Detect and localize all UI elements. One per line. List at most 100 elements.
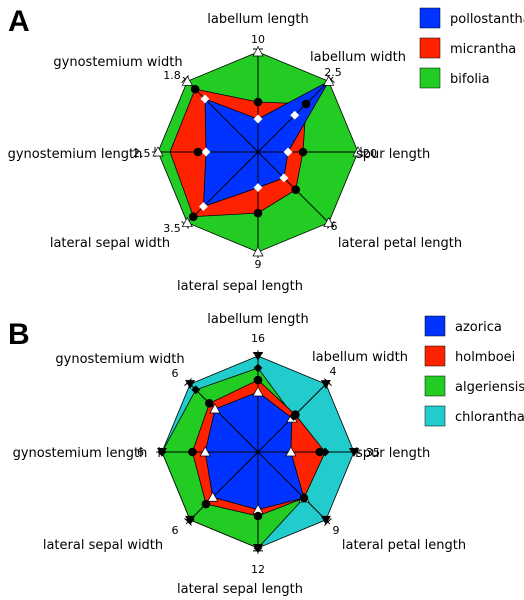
marker-black-triangle	[253, 544, 263, 553]
legend-swatch-holmboei	[424, 345, 446, 367]
axis-label: lateral petal length	[338, 236, 462, 251]
marker-black-circle	[298, 147, 308, 157]
axis-label: labellum length	[207, 12, 309, 27]
axis-label: labellum width	[312, 350, 408, 365]
legend-label-pollostantha: pollostantha	[450, 12, 524, 27]
marker-white-triangle	[207, 491, 219, 502]
axis-label: gynostemium length	[8, 147, 143, 162]
marker-black-circle	[189, 212, 198, 221]
axis-label: lateral sepal width	[43, 538, 163, 553]
marker-black-diamond	[253, 363, 263, 373]
legend-swatch-bifolia	[419, 67, 441, 89]
marker-black-triangle	[320, 380, 331, 390]
axis-label: lateral sepal length	[177, 279, 303, 294]
marker-white-triangle	[252, 46, 264, 57]
axis-max-tick-label: 9	[333, 524, 340, 537]
marker-white-diamond	[290, 110, 300, 120]
marker-black-circle	[201, 499, 211, 509]
marker-black-circle	[253, 511, 263, 521]
axis-label: gynostemium width	[55, 352, 184, 367]
axis-max-tick-label: 6	[172, 367, 179, 380]
axis-max-tick-label: 10	[251, 33, 265, 46]
marker-white-triangle	[152, 146, 164, 157]
axis-label: spur length	[356, 446, 430, 461]
marker-white-diamond	[198, 201, 209, 212]
axis-max-tick-label: 6	[137, 446, 144, 459]
axis-max-tick-label: 4	[330, 365, 337, 378]
marker-black-triangle	[349, 448, 359, 457]
panel-letter: A	[8, 5, 30, 38]
marker-white-triangle	[252, 246, 264, 257]
axis-label: labellum width	[310, 50, 406, 65]
marker-black-circle	[190, 84, 200, 94]
axis-label: labellum length	[207, 312, 309, 327]
axis-max-tick-label: 2.5	[133, 147, 151, 160]
marker-white-diamond	[253, 183, 263, 193]
legend: pollostantha micrantha bifolia	[419, 7, 524, 89]
marker-black-triangle	[185, 380, 196, 390]
axis-max-tick-label: 35	[366, 446, 380, 459]
marker-white-triangle	[181, 216, 193, 228]
marker-white-diamond	[283, 147, 293, 157]
axis-max-tick-label: 1.8	[163, 69, 181, 82]
legend-label-azorica: azorica	[455, 320, 502, 335]
legend-swatch-micrantha	[419, 37, 441, 59]
axis-max-tick-label: 6	[331, 220, 338, 233]
axis-max-tick-label: 6	[172, 524, 179, 537]
marker-black-circle	[205, 399, 214, 408]
axis-line	[257, 451, 331, 525]
axis-label: spur length	[356, 147, 430, 162]
axis-max-tick-label: 9	[255, 258, 262, 271]
marker-black-diamond	[289, 411, 299, 421]
axis-label: lateral petal length	[342, 538, 466, 553]
axis-label: lateral sepal width	[50, 236, 170, 251]
axis-max-tick-label: 20	[363, 147, 377, 160]
marker-white-triangle	[285, 446, 297, 457]
marker-white-diamond	[201, 147, 211, 157]
marker-black-triangle	[157, 448, 167, 457]
marker-white-diamond	[279, 173, 289, 183]
marker-black-diamond	[299, 493, 309, 503]
marker-black-triangle	[253, 352, 263, 361]
axis-max-tick-label: 12	[251, 563, 265, 576]
legend-swatch-azorica	[424, 315, 446, 337]
marker-black-diamond	[320, 447, 330, 457]
marker-black-circle	[188, 447, 197, 457]
axis-label: lateral sepal length	[177, 582, 303, 597]
axis-max-tick-label: 3.5	[163, 222, 181, 235]
marker-black-circle	[315, 447, 325, 457]
panel-letter: B	[8, 318, 30, 351]
legend-swatch-algeriensis	[424, 375, 446, 397]
legend-label-micrantha: micrantha	[450, 42, 516, 57]
marker-white-triangle	[209, 403, 221, 414]
marker-white-triangle	[199, 446, 211, 457]
marker-white-diamond	[253, 114, 263, 124]
marker-black-circle	[253, 375, 263, 385]
marker-white-diamond	[200, 94, 210, 104]
axis-line	[185, 451, 259, 525]
legend: azorica holmboei algeriensis chlorantha	[424, 315, 524, 427]
marker-white-triangle	[323, 75, 335, 86]
legend-label-bifolia: bifolia	[450, 72, 490, 87]
marker-black-circle	[253, 208, 263, 218]
legend-label-chlorantha: chlorantha	[455, 410, 524, 425]
marker-black-triangle	[320, 515, 331, 525]
legend-label-algeriensis: algeriensis	[455, 380, 524, 395]
marker-black-triangle	[185, 515, 196, 525]
marker-white-triangle	[352, 146, 364, 157]
axis-label: gynostemium width	[53, 55, 182, 70]
marker-white-triangle	[181, 75, 193, 86]
marker-black-circle	[291, 185, 301, 195]
marker-white-triangle	[252, 386, 264, 397]
axis-label: gynostemium length	[13, 446, 148, 461]
legend-swatch-chlorantha	[424, 405, 446, 427]
axis-max-tick-label: 16	[251, 332, 265, 345]
marker-black-circle	[193, 147, 203, 157]
marker-black-diamond	[191, 385, 201, 395]
marker-black-circle	[301, 99, 311, 109]
marker-white-triangle	[323, 216, 335, 228]
legend-label-holmboei: holmboei	[455, 350, 515, 365]
